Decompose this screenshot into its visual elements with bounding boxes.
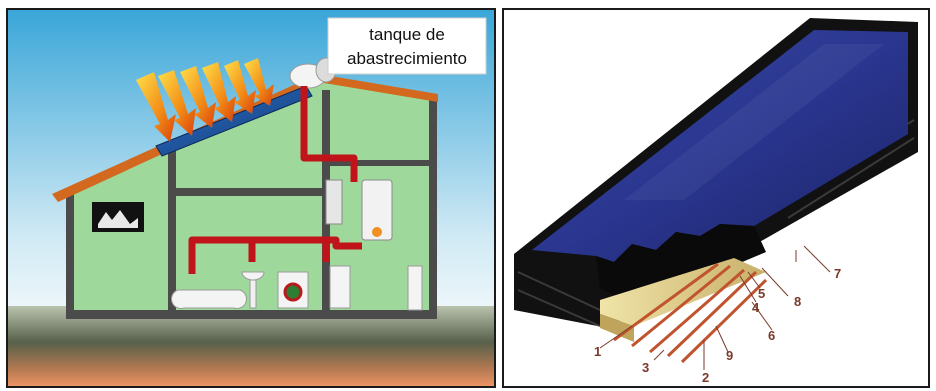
bathtub — [171, 289, 247, 309]
sun-rays — [136, 58, 274, 142]
ground — [8, 306, 494, 386]
label-5: 5 — [758, 286, 765, 301]
label-7: 7 — [834, 266, 841, 281]
hot-water-pipes — [188, 86, 362, 274]
collector-diagram-panel: 1 2 3 4 5 6 7 8 9 — [502, 8, 930, 388]
house-body — [70, 80, 433, 314]
tank-label-line1: tanque de — [369, 25, 445, 44]
boiler-cabinet — [329, 265, 423, 311]
solar-collector — [155, 85, 313, 157]
leader-lines — [599, 250, 797, 370]
house-illustration: tanque de abastrecimiento — [8, 10, 494, 386]
label-3: 3 — [642, 360, 649, 375]
copper-tubes — [613, 262, 768, 364]
label-2: 2 — [702, 370, 709, 385]
house-diagram-panel: tanque de abastrecimiento — [6, 8, 496, 388]
washing-machine — [277, 271, 309, 309]
label-6: 6 — [768, 328, 775, 343]
insulation-layer — [600, 258, 766, 326]
glass-highlight — [624, 44, 884, 200]
sink — [241, 271, 265, 309]
leader-line-7 — [803, 245, 831, 273]
tank-callout-box — [327, 17, 487, 75]
label-4: 4 — [752, 300, 760, 315]
water-heater — [325, 179, 393, 241]
label-1: 1 — [594, 344, 601, 359]
glass-cover — [532, 30, 908, 262]
window-view — [98, 210, 138, 228]
insulation-edge — [600, 314, 634, 342]
label-9: 9 — [726, 348, 733, 363]
label-8: 8 — [794, 294, 801, 309]
tank-label-line2: abastrecimiento — [347, 49, 467, 68]
absorber-plate — [596, 224, 766, 306]
collector-illustration: 1 2 3 4 5 6 7 8 9 — [514, 18, 918, 385]
